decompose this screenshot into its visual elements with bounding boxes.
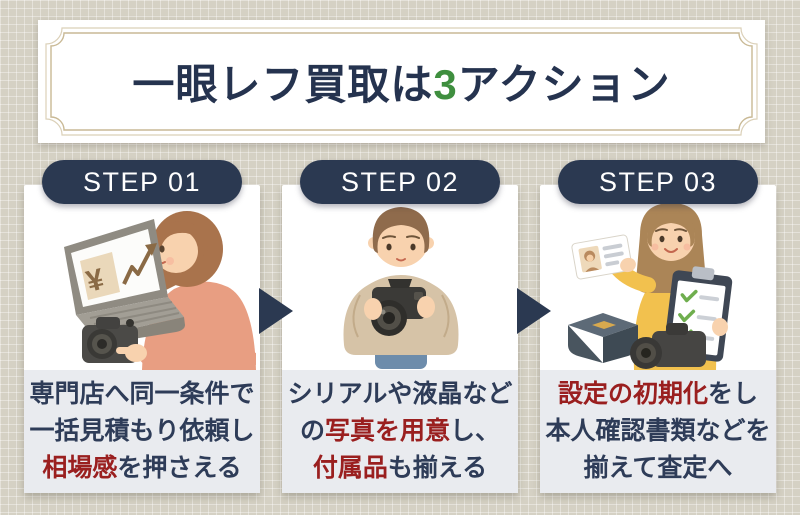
caption-line: シリアルや液晶など [287, 380, 513, 408]
step2-illustration-man-with-camera-icon [343, 207, 459, 369]
page-title: 一眼レフ買取は3アクション [132, 51, 670, 112]
step3-illustration-woman-id-checklist-icon [568, 203, 733, 370]
caption-line: 専門店へ同一条件で [29, 380, 255, 408]
caption-line: 揃えて査定へ [583, 454, 733, 482]
step2-caption: シリアルや液晶など の写真を用意し、 付属品も揃える [282, 370, 518, 493]
step2-badge: STEP 02 [300, 160, 500, 204]
caption-line: 相場感を押さえる [42, 454, 242, 482]
step1-badge: STEP 01 [42, 160, 242, 204]
caption-line: 一括見積もり依頼し [29, 417, 255, 445]
caption-line: の写真を用意し、 [299, 417, 501, 445]
step1-card: STEP 01 ¥ [24, 160, 260, 493]
title-suffix: アクション [457, 61, 671, 108]
step3-card: STEP 03 [540, 160, 776, 493]
title-prefix: 一眼レフ買取は [132, 61, 434, 108]
step1-caption: 専門店へ同一条件で 一括見積もり依頼し 相場感を押さえる [24, 370, 260, 493]
step3-caption: 設定の初期化をし 本人確認書類などを 揃えて査定へ [540, 370, 776, 493]
step3-badge: STEP 03 [558, 160, 758, 204]
arrow-right-icon [517, 288, 551, 334]
step2-card: STEP 02 [282, 160, 518, 493]
caption-line: 付属品も揃える [312, 454, 488, 482]
caption-line: 設定の初期化をし [557, 380, 759, 408]
step1-illustration-woman-laptop-quotes-icon: ¥ [64, 211, 256, 370]
arrow-right-icon [259, 288, 293, 334]
caption-line: 本人確認書類などを [545, 417, 771, 445]
title-highlight-number: 3 [433, 61, 458, 108]
title-box: 一眼レフ買取は3アクション [38, 20, 765, 143]
